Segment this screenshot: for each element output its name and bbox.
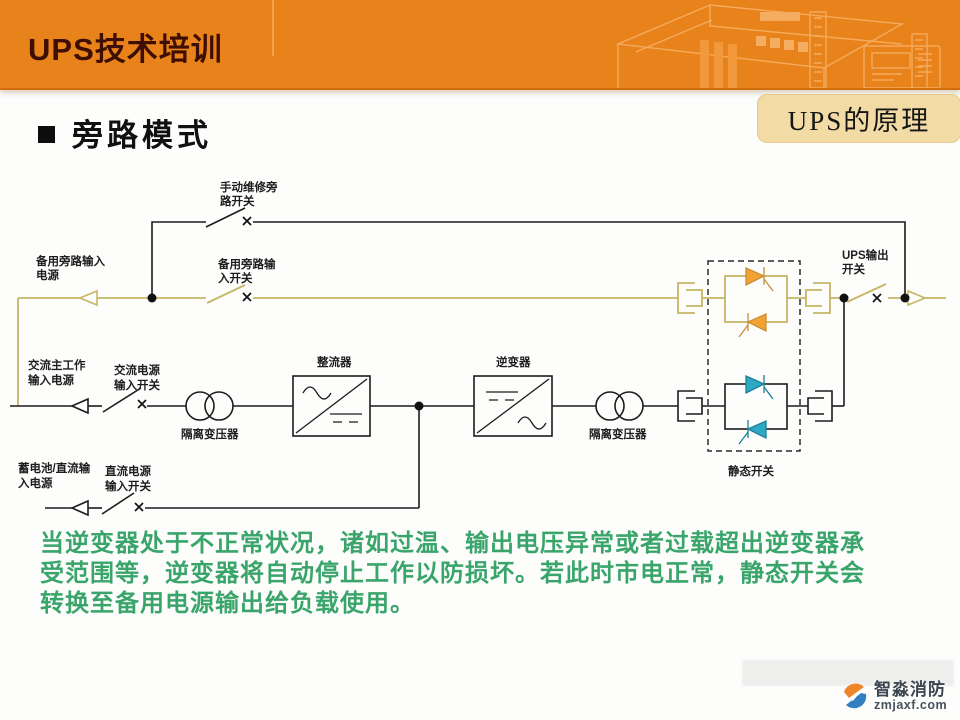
switch-x-marks — [134, 216, 882, 512]
label-backup-bypass-power-2: 电源 — [36, 268, 59, 282]
page-title: UPS技术培训 — [28, 32, 223, 67]
bypass-input-arrow-icon — [77, 289, 98, 307]
label-inverter: 逆变器 — [496, 355, 531, 369]
section-heading: 旁路模式 — [38, 110, 212, 155]
converter-symbols — [295, 378, 550, 434]
dc-input-switch-blade — [101, 492, 135, 515]
bypass-connector-left-icon — [677, 282, 703, 314]
label-backup-bypass-switch-2: 入开关 — [218, 271, 253, 285]
label-backup-bypass-switch: 备用旁路输 — [217, 257, 276, 271]
ups-equipment-line-art — [615, 4, 941, 88]
inverter-scr-branch-box — [724, 383, 788, 430]
inverter-connector-left-icon — [677, 390, 703, 422]
label-ac-input-switch: 交流电源 — [114, 363, 160, 377]
inverter-thyristor-pair-icon — [738, 374, 774, 445]
watermark-brand: 智淼消防 — [874, 680, 946, 699]
label-dc-input-switch-2: 输入开关 — [105, 479, 151, 493]
watermark-site: zmjaxf.com — [874, 697, 948, 712]
watermark: 智淼消防 zmjaxf.com — [841, 681, 947, 712]
bypass-thyristor-pair-icon — [738, 266, 774, 338]
manual-bypass-switch-blade — [205, 207, 246, 228]
label-backup-bypass-power: 备用旁路输入 — [35, 254, 105, 268]
watermark-band — [742, 660, 954, 686]
ac-input-switch-blade — [102, 387, 142, 413]
backup-bypass-switch-blade — [206, 284, 246, 304]
static-switch-dashed-box — [707, 260, 801, 452]
label-manual-bypass-switch-2: 路开关 — [220, 194, 255, 208]
note-paragraph: 当逆变器处于不正常状况，诸如过温、输出电压异常或者过载超出逆变器承 受范围等，逆… — [40, 529, 920, 619]
ups-bypass-circuit-diagram: 手动维修旁 路开关 备用旁路输入 电源 备用旁路输 入开关 UPS输出 开关 交… — [10, 180, 946, 517]
label-battery-dc-power-2: 入电源 — [18, 476, 53, 490]
header-divider-line — [272, 0, 274, 56]
label-battery-dc-power: 蓄电池/直流输 — [18, 461, 91, 475]
label-rectifier: 整流器 — [316, 355, 352, 369]
note-line-3: 转换至备用电源输出给负载使用。 — [40, 591, 415, 617]
label-ups-output-switch-2: 开关 — [842, 262, 865, 276]
ac-input-arrow-icon — [70, 397, 89, 415]
topic-tab-label: UPS的原理 — [787, 106, 931, 136]
label-ac-main-power: 交流主工作 — [28, 358, 86, 372]
zm-logo-icon — [842, 683, 868, 710]
watermark-texts: 智淼消防 zmjaxf.com — [874, 681, 947, 712]
bypass-connector-right-icon — [805, 282, 831, 314]
note-line-1: 当逆变器处于不正常状况，诸如过温、输出电压异常或者过载超出逆变器承 — [40, 531, 865, 557]
main-path-lines — [10, 207, 906, 515]
dc-input-arrow-icon — [70, 499, 89, 517]
bypass-scr-branch-box — [724, 275, 788, 323]
output-arrow-icon — [907, 289, 928, 307]
header-bar: UPS技术培训 — [0, 0, 960, 90]
label-manual-bypass-switch: 手动维修旁 — [220, 180, 278, 194]
square-bullet-icon — [38, 126, 55, 143]
note-line-2: 受范围等，逆变器将自动停止工作以防损坏。若此时市电正常，静态开关会 — [40, 561, 865, 587]
inverter-connector-right-icon — [807, 390, 833, 422]
label-ac-input-switch-2: 输入开关 — [114, 378, 160, 392]
topic-tab: UPS的原理 — [757, 94, 960, 143]
label-dc-input-switch: 直流电源 — [105, 464, 151, 478]
label-static-switch: 静态开关 — [728, 464, 774, 478]
ups-output-switch-blade — [846, 283, 887, 303]
label-isolation-transformer-1: 隔离变压器 — [181, 427, 239, 441]
label-isolation-transformer-2: 隔离变压器 — [589, 427, 647, 441]
label-ups-output-switch: UPS输出 — [842, 248, 889, 262]
label-ac-main-power-2: 输入电源 — [28, 373, 74, 387]
junction-dots — [147, 293, 910, 411]
section-title: 旁路模式 — [72, 118, 212, 153]
